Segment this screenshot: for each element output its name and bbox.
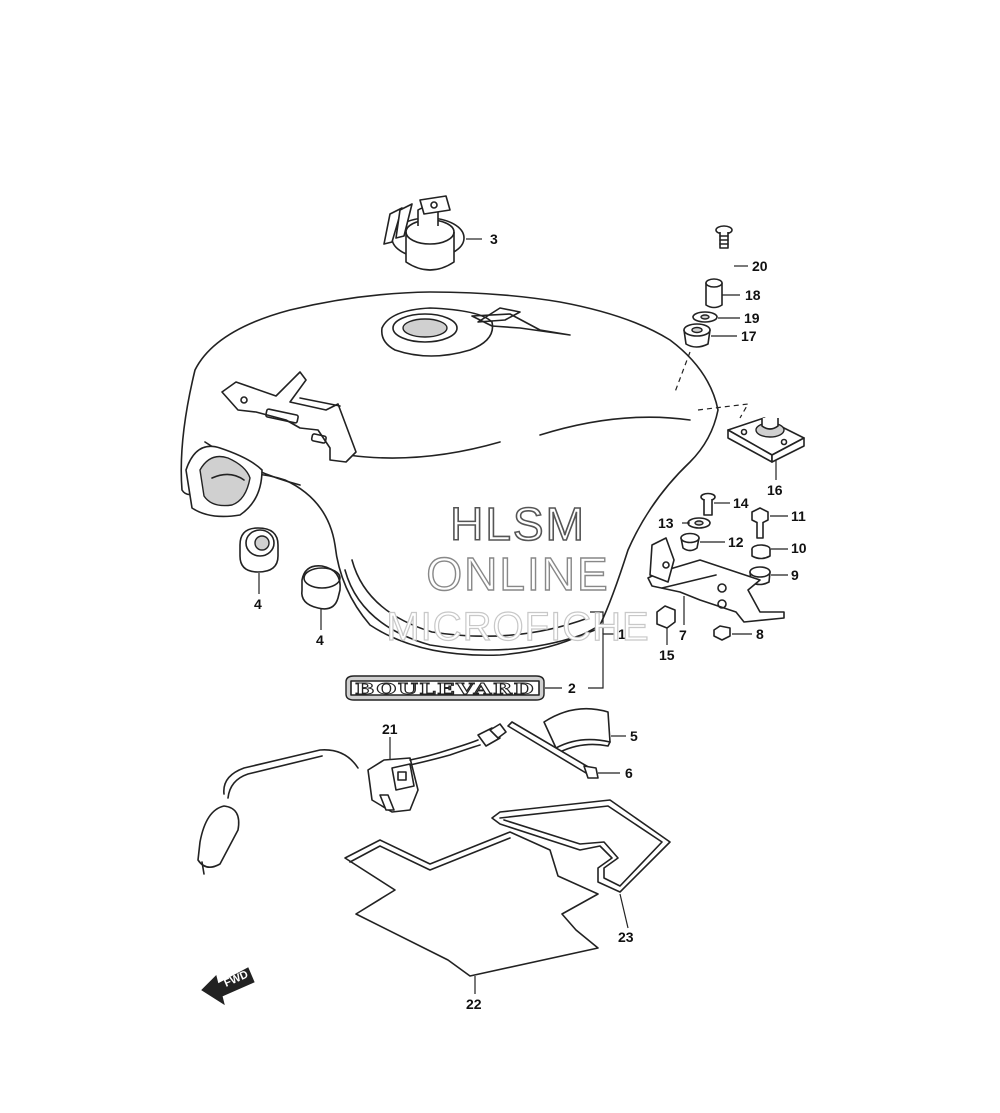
callout-4b: 4 (316, 632, 324, 648)
watermark: HLSM ONLINE MICROFICHE (386, 497, 650, 649)
callout-17: 17 (741, 328, 757, 344)
callout-21: 21 (382, 721, 398, 737)
callout-12: 12 (728, 534, 744, 550)
emblem-part: BOULEVARD (345, 675, 545, 701)
callout-20: 20 (752, 258, 768, 274)
washer-part-13 (687, 517, 711, 529)
watermark-line-2: ONLINE (426, 548, 609, 600)
callout-14: 14 (733, 495, 749, 511)
callout-1: 1 (618, 626, 626, 642)
pad-part-23 (491, 799, 671, 893)
clamp-part-6 (507, 721, 599, 779)
washer-part-19 (692, 311, 718, 323)
watermark-line-1: HLSM (450, 498, 586, 550)
callout-7: 7 (679, 627, 687, 643)
callout-19: 19 (744, 310, 760, 326)
grommet-part-upper (239, 527, 279, 573)
bracket-part-7 (647, 537, 785, 623)
watermark-line-3: MICROFICHE (386, 605, 649, 649)
collar-part-18 (705, 278, 723, 309)
callout-18: 18 (745, 287, 761, 303)
fuel-gauge-part (197, 723, 507, 875)
callout-6: 6 (625, 765, 633, 781)
cushion-part-17 (683, 323, 711, 348)
callout-13: 13 (658, 515, 674, 531)
nut-part-15 (656, 605, 676, 629)
callout-2: 2 (568, 680, 576, 696)
pad-part-22 (344, 831, 599, 977)
cushion-part-12 (680, 532, 700, 552)
callout-10: 10 (791, 540, 807, 556)
grommet-part-lower (301, 564, 341, 610)
callout-22: 22 (466, 996, 482, 1012)
emblem-text: BOULEVARD (355, 680, 535, 698)
nut-part-8 (713, 625, 731, 641)
callout-23: 23 (618, 929, 634, 945)
callout-8: 8 (756, 626, 764, 642)
pad-part-5 (543, 707, 611, 753)
callout-5: 5 (630, 728, 638, 744)
callout-4a: 4 (254, 596, 262, 612)
callout-16: 16 (767, 482, 783, 498)
cushion-part-16 (727, 417, 805, 463)
bolt-part-20 (715, 225, 733, 249)
fuel-tank-part (180, 291, 719, 657)
callout-11: 11 (791, 508, 806, 524)
bolt-part-11 (751, 507, 769, 539)
bolt-part-14 (700, 492, 716, 516)
collar-part-10 (751, 544, 771, 560)
callout-9: 9 (791, 567, 799, 583)
fuel-cap-part (383, 195, 465, 271)
callout-3: 3 (490, 231, 498, 247)
forward-arrow-icon: FWD (201, 967, 255, 1006)
callout-15: 15 (659, 647, 675, 663)
